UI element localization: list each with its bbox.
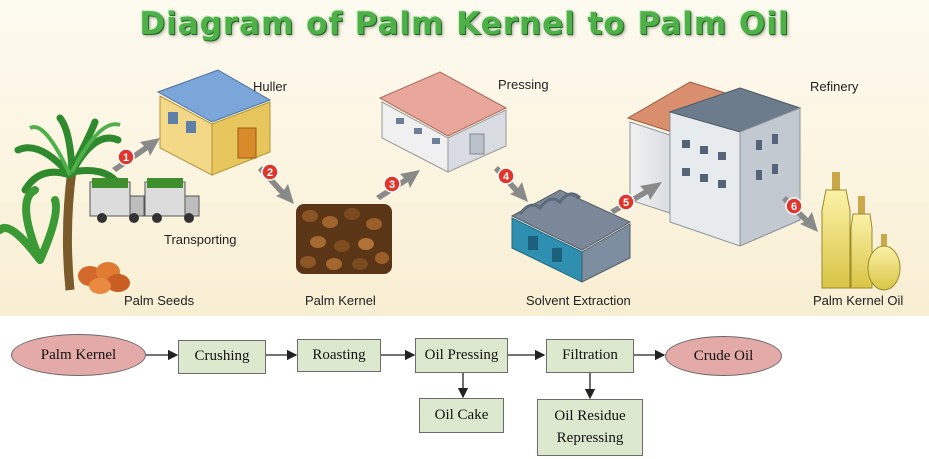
flow-step-oil-pressing: Oil Pressing <box>415 338 508 373</box>
svg-text:3: 3 <box>389 179 395 191</box>
palm-kernel-pile-icon <box>296 204 392 274</box>
pressing-building-icon <box>378 71 508 173</box>
label-palm-kernel: Palm Kernel <box>305 293 376 308</box>
step-badge-1: 1 <box>117 148 135 166</box>
svg-text:6: 6 <box>791 201 797 213</box>
label-transporting: Transporting <box>164 232 237 247</box>
illustration-panel: Diagram of Palm Kernel to Palm Oil <box>0 0 929 316</box>
flow-start-palm-kernel: Palm Kernel <box>11 334 146 376</box>
truck-icon <box>89 178 145 223</box>
label-refinery: Refinery <box>810 79 859 94</box>
palm-seeds-icon <box>78 262 130 294</box>
refinery-building-icon <box>626 81 802 247</box>
oil-bottles-icon <box>821 172 901 291</box>
label-huller: Huller <box>253 79 287 94</box>
label-palm-seeds: Palm Seeds <box>124 293 195 308</box>
solvent-extraction-building-icon <box>510 189 632 283</box>
flow-output-oil-cake: Oil Cake <box>419 398 504 433</box>
step-badge-5: 5 <box>617 193 635 211</box>
flow-output-oil-residue-repressing: Oil Residue Repressing <box>537 399 643 456</box>
step-badge-6: 6 <box>785 197 803 215</box>
palm-tree-icon <box>0 114 126 291</box>
step-badge-2: 2 <box>261 163 279 181</box>
flow-step-crushing: Crushing <box>178 340 266 374</box>
svg-text:4: 4 <box>503 171 510 183</box>
flow-step-roasting: Roasting <box>297 339 381 372</box>
svg-text:2: 2 <box>267 167 273 179</box>
label-palm-kernel-oil: Palm Kernel Oil <box>813 293 904 308</box>
label-pressing: Pressing <box>498 77 549 92</box>
step-badge-4: 4 <box>497 167 515 185</box>
svg-text:1: 1 <box>123 152 129 164</box>
truck-icon <box>144 178 200 223</box>
process-illustration: 1 2 3 4 5 6 <box>0 69 901 294</box>
label-solvent-extraction: Solvent Extraction <box>526 293 631 308</box>
flow-step-filtration: Filtration <box>546 339 634 373</box>
svg-text:5: 5 <box>623 197 629 209</box>
flow-end-crude-oil: Crude Oil <box>665 336 782 376</box>
step-badge-3: 3 <box>383 175 401 193</box>
huller-building-icon <box>156 69 272 176</box>
diagram-title: Diagram of Palm Kernel to Palm Oil <box>139 6 790 42</box>
